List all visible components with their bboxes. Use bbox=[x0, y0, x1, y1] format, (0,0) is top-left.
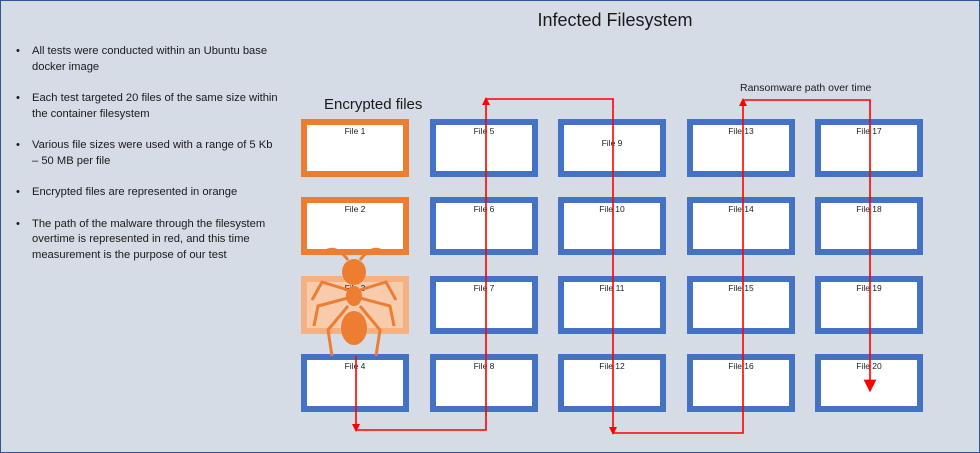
bullet-text: Various file sizes were used with a rang… bbox=[32, 139, 273, 167]
ransomware-path-line bbox=[355, 98, 877, 434]
file-label: File 10 bbox=[599, 204, 625, 214]
bullet-item: • The path of the malware through the fil… bbox=[16, 217, 278, 264]
file-box: File 19 bbox=[815, 276, 923, 334]
path-arrow-head bbox=[482, 97, 490, 105]
path-arrow-head bbox=[739, 98, 747, 106]
bullet-text: Encrypted files are represented in orang… bbox=[32, 186, 238, 198]
slide-title: Infected Filesystem bbox=[537, 10, 693, 30]
ant-icon bbox=[310, 247, 398, 357]
file-label: File 1 bbox=[344, 126, 366, 136]
path-arrow-head bbox=[352, 424, 360, 432]
file-box: File 14 bbox=[687, 197, 795, 255]
file-label: File 18 bbox=[856, 204, 882, 214]
bullet-list: • All tests were conducted within an Ubun… bbox=[16, 44, 278, 279]
file-label: File 16 bbox=[728, 361, 754, 371]
bullet-dot: • bbox=[16, 45, 20, 57]
bullet-dot: • bbox=[16, 186, 20, 198]
encrypted-files-label: Encrypted files bbox=[324, 96, 423, 113]
file-box: File 13 bbox=[687, 119, 795, 177]
file-label: File 14 bbox=[728, 204, 754, 214]
file-box: File 8 bbox=[430, 354, 538, 412]
path-arrow-head bbox=[609, 427, 617, 435]
file-label: File 17 bbox=[856, 126, 882, 136]
file-label: File 5 bbox=[473, 126, 495, 136]
file-box: File 6 bbox=[430, 197, 538, 255]
file-label: File 2 bbox=[344, 204, 366, 214]
file-label: File 13 bbox=[728, 126, 754, 136]
file-label: File 11 bbox=[599, 283, 625, 293]
file-box: File 16 bbox=[687, 354, 795, 412]
file-box: File 17 bbox=[815, 119, 923, 177]
file-label: File 12 bbox=[599, 361, 625, 371]
file-box: File 5 bbox=[430, 119, 538, 177]
bullet-item: • Each test targeted 20 files of the same… bbox=[16, 91, 278, 122]
file-box: File 4 bbox=[301, 354, 409, 412]
bullet-item: • All tests were conducted within an Ubun… bbox=[16, 44, 278, 75]
file-label: File 15 bbox=[728, 283, 754, 293]
file-label: File 8 bbox=[473, 361, 495, 371]
file-box: File 2 bbox=[301, 197, 409, 255]
file-box: File 11 bbox=[558, 276, 666, 334]
file-box: File 9 bbox=[558, 119, 666, 177]
file-box: File 10 bbox=[558, 197, 666, 255]
bullet-item: • Encrypted files are represented in oran… bbox=[16, 185, 278, 201]
file-label: File 9 bbox=[601, 138, 623, 148]
bullet-dot: • bbox=[16, 217, 20, 230]
bullet-text: The path of the malware through the file… bbox=[32, 217, 266, 261]
file-label: File 6 bbox=[473, 204, 495, 214]
bullet-dot: • bbox=[16, 139, 20, 151]
bullet-dot: • bbox=[16, 92, 20, 104]
file-label: File 7 bbox=[473, 283, 495, 293]
ransomware-path-label: Ransomware path over time bbox=[740, 82, 872, 94]
file-label: File 19 bbox=[856, 283, 882, 293]
bullet-text: Each test targeted 20 files of the same … bbox=[32, 92, 278, 120]
file-label: File 4 bbox=[344, 361, 366, 371]
file-box: File 1 bbox=[301, 119, 409, 177]
file-box: File 18 bbox=[815, 197, 923, 255]
bullet-item: • Various file sizes were used with a ran… bbox=[16, 138, 278, 169]
bullet-text: All tests were conducted within an Ubunt… bbox=[32, 45, 268, 73]
file-box: File 7 bbox=[430, 276, 538, 334]
file-box: File 12 bbox=[558, 354, 666, 412]
file-box: File 15 bbox=[687, 276, 795, 334]
file-label: File 20 bbox=[856, 361, 882, 371]
